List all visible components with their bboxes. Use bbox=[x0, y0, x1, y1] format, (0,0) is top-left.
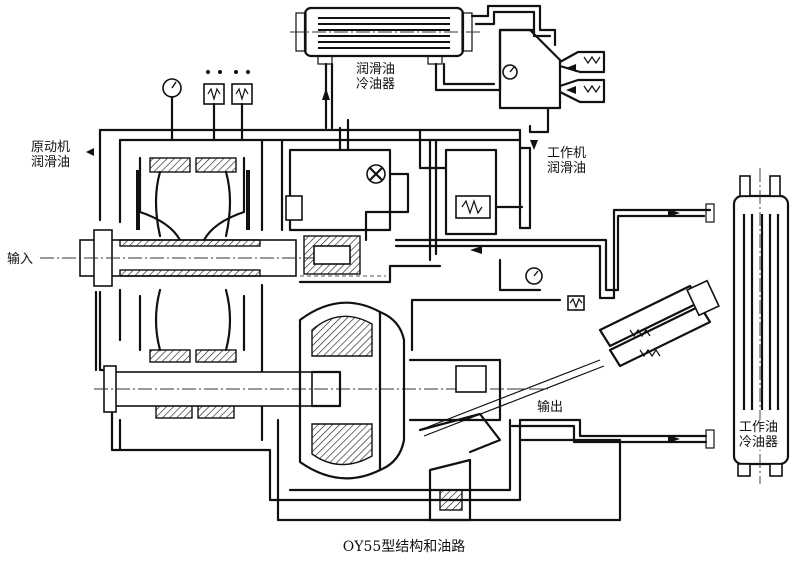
oil-pipes bbox=[276, 138, 712, 522]
working-oil-cooler-label-line1: 工作油 bbox=[739, 420, 779, 435]
working-machine-lube-label: 工作机 润滑油 bbox=[546, 146, 588, 176]
prime-mover-label-line2: 润滑油 bbox=[31, 155, 71, 170]
working-machine-label-line2: 润滑油 bbox=[547, 161, 587, 176]
prime-mover-label-line1: 原动机 bbox=[31, 140, 71, 155]
relief-valve-icon bbox=[567, 295, 585, 311]
flow-arrows bbox=[86, 88, 680, 443]
lube-oil-cooler bbox=[290, 6, 480, 65]
output-label: 输出 bbox=[536, 400, 565, 415]
working-machine-label-line1: 工作机 bbox=[547, 146, 587, 161]
relief-valve-icon bbox=[558, 50, 606, 104]
lower-shaft bbox=[94, 365, 540, 413]
main-housing bbox=[94, 128, 532, 502]
working-oil-cooler-label: 工作油 冷油器 bbox=[738, 420, 779, 450]
lube-oil-cooler-label-line1: 润滑油 bbox=[356, 62, 396, 77]
input-label: 输入 bbox=[6, 252, 35, 267]
lube-oil-cooler-label-line2: 冷油器 bbox=[356, 77, 396, 92]
oil-pump-assembly bbox=[285, 118, 442, 284]
working-oil-cooler bbox=[705, 168, 790, 484]
control-valve-block bbox=[418, 128, 524, 236]
pressure-gauge-icon bbox=[525, 267, 543, 285]
relief-valve-icon bbox=[203, 70, 253, 142]
input-shaft bbox=[40, 229, 320, 287]
control-lever-icon bbox=[598, 279, 720, 368]
scoop-tube bbox=[408, 358, 605, 522]
pressure-gauge-icon bbox=[162, 78, 182, 142]
fluid-coupling bbox=[298, 301, 406, 480]
lube-oil-cooler-label: 润滑油 冷油器 bbox=[355, 62, 397, 92]
working-oil-cooler-label-line2: 冷油器 bbox=[739, 435, 779, 450]
prime-mover-lube-label: 原动机 润滑油 bbox=[30, 140, 72, 170]
pressure-gauge-icon bbox=[502, 64, 518, 80]
figure-caption: OY55型结构和油路 bbox=[342, 539, 466, 555]
